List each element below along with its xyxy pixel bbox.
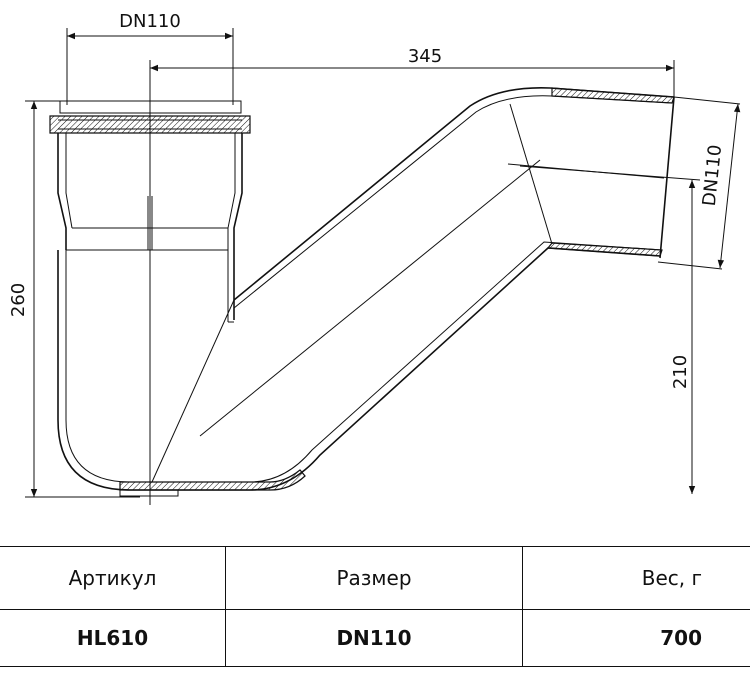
- header-weight: Вес, г: [522, 546, 750, 610]
- spec-table: Артикул Размер Вес, г HL610 DN110 700: [0, 546, 750, 667]
- header-article: Артикул: [0, 546, 226, 610]
- dimension-height-260: 260: [8, 100, 140, 498]
- header-size: Размер: [225, 546, 523, 610]
- dim-label-top-dn110: DN110: [119, 11, 181, 32]
- dim-label-length: 345: [408, 46, 442, 67]
- siphon-technical-drawing: DN110 345 260 DN110 210: [8, 11, 741, 505]
- siphon-body: [49, 87, 675, 497]
- dim-label-outlet: DN110: [699, 144, 726, 208]
- table-row: HL610 DN110 700: [0, 609, 750, 667]
- cell-size: DN110: [225, 609, 523, 667]
- dimension-outlet-dn110: DN110: [657, 96, 741, 270]
- dim-label-height: 260: [8, 283, 29, 317]
- dimension-length-345: 345: [149, 46, 675, 505]
- dimension-top-dn110: DN110: [66, 11, 234, 105]
- cell-article: HL610: [0, 609, 226, 667]
- seal-ring: [49, 115, 251, 134]
- dim-label-outlet-height: 210: [670, 355, 691, 389]
- dimension-outlet-height-210: 210: [519, 165, 701, 494]
- table-header-row: Артикул Размер Вес, г: [0, 546, 750, 610]
- cell-weight: 700: [522, 609, 750, 667]
